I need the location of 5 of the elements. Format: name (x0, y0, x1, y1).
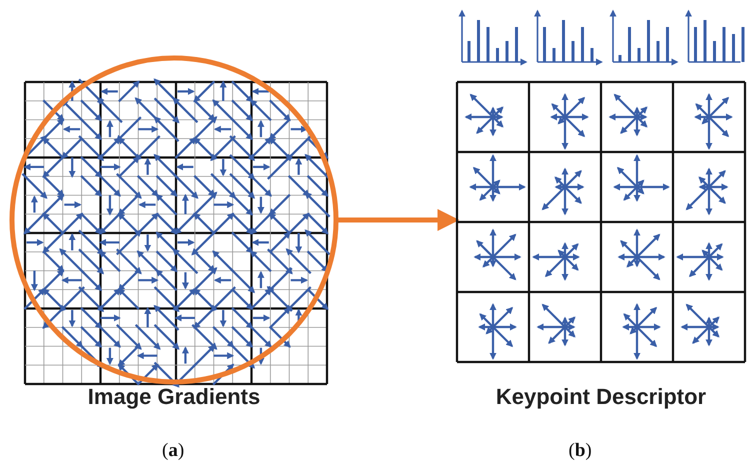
panel-label: (b) (568, 440, 592, 462)
arrow (338, 209, 460, 231)
panel-title: Image Gradients (88, 384, 260, 410)
panel-title: Keypoint Descriptor (496, 384, 706, 410)
panel-label: (a) (162, 440, 184, 462)
